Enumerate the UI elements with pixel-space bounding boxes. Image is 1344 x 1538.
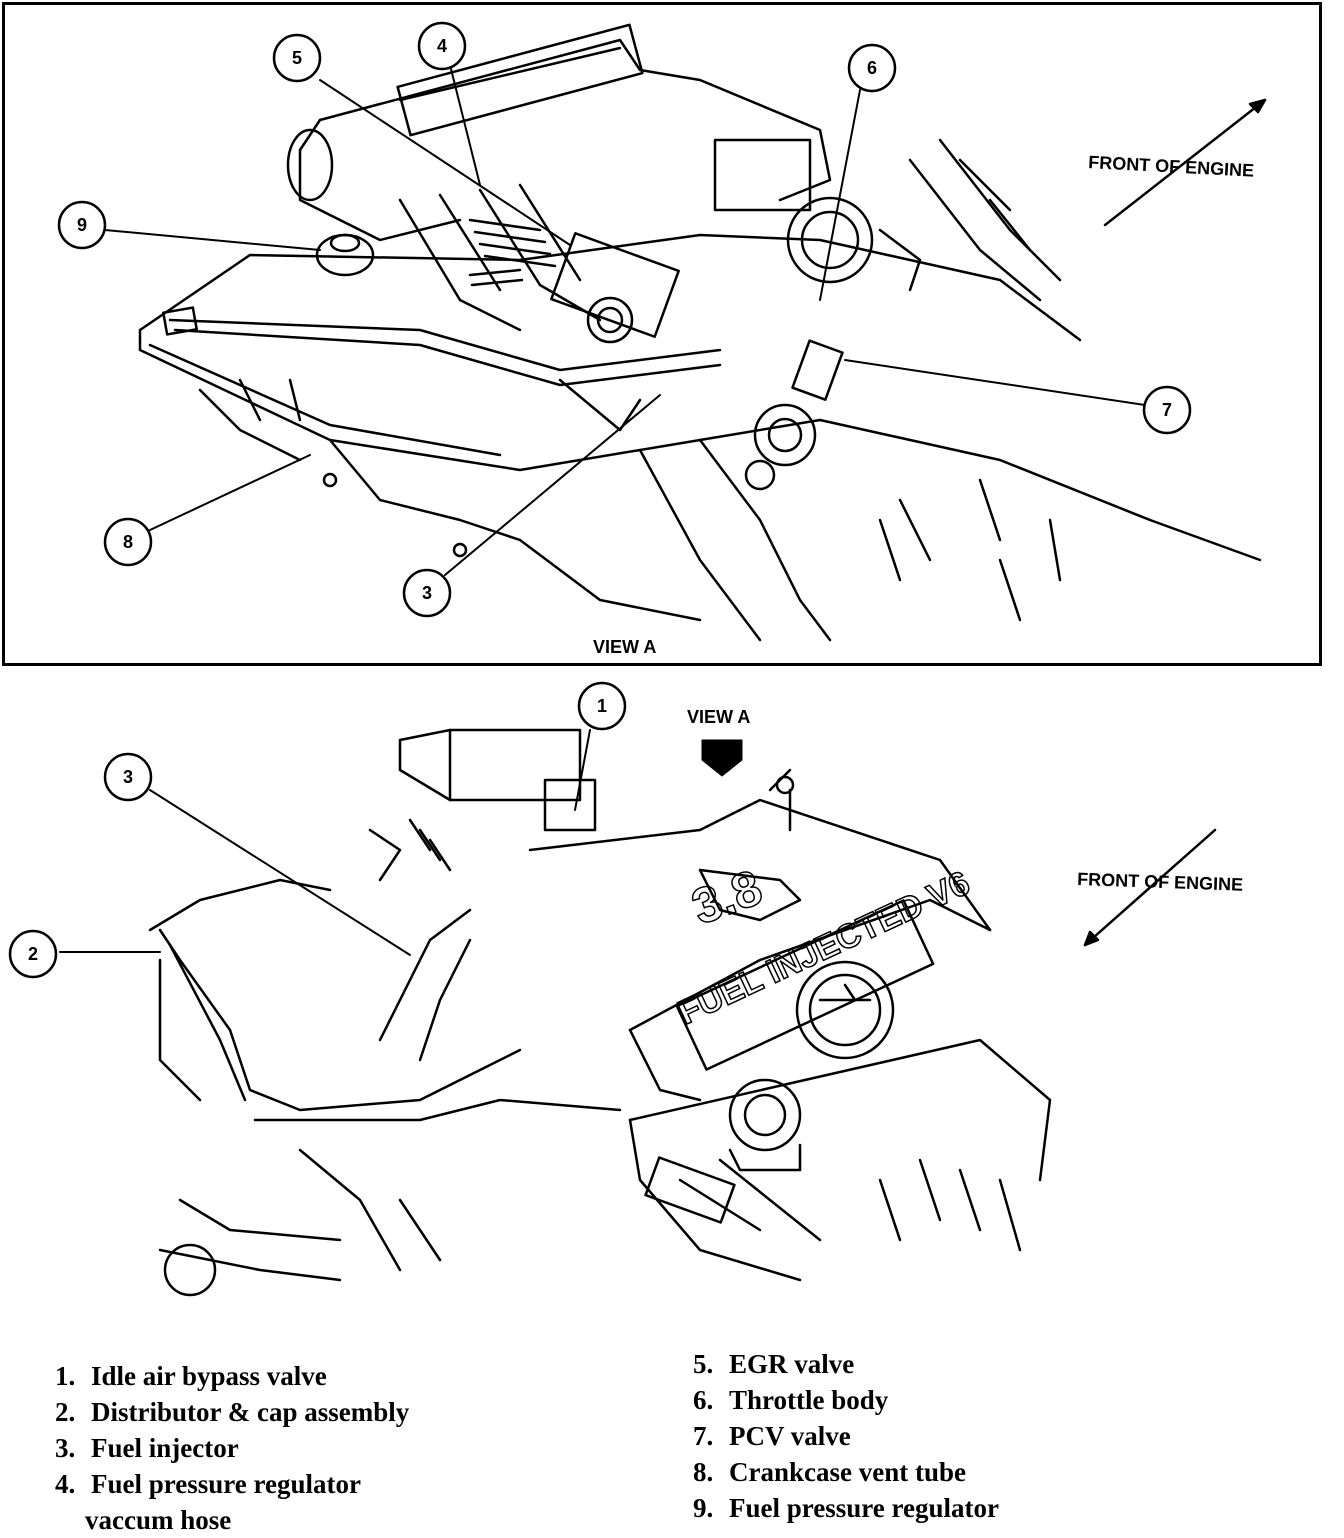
callout-8: 8	[123, 532, 133, 552]
callout-9: 9	[77, 215, 87, 235]
callout-1-circle	[577, 681, 627, 731]
callout-4: 4	[437, 36, 447, 56]
bottom-view-label: VIEW A	[687, 707, 750, 727]
legend-item-4-cont: vaccum hose	[85, 1505, 232, 1535]
top-front-label: FRONT OF ENGINE	[1088, 152, 1255, 181]
bottom-front-arrow	[1083, 828, 1217, 947]
callout-4-circle	[417, 21, 467, 71]
manifold-displacement: 3.8	[685, 859, 769, 935]
legend-right: 5.EGR valve 6.Throttle body 7.PCV valve …	[693, 1346, 999, 1526]
legend-item-1: 1.Idle air bypass valve	[55, 1361, 327, 1391]
callout-2: 2	[28, 944, 38, 964]
view-a-arrow	[701, 739, 743, 777]
legend-item-8: 8.Crankcase vent tube	[693, 1457, 966, 1487]
callout-9-circle	[57, 200, 107, 250]
bottom-front-label: FRONT OF ENGINE	[1077, 869, 1244, 895]
callout-3: 3	[422, 583, 432, 603]
callout-6-circle	[847, 43, 897, 93]
callout-3b-circle	[103, 752, 153, 802]
legend-left: 1.Idle air bypass valve 2.Distributor & …	[55, 1358, 409, 1538]
callout-3b: 3	[123, 767, 133, 787]
callout-7: 7	[1162, 400, 1172, 420]
callout-1: 1	[597, 696, 607, 716]
top-view-frame	[2, 2, 1322, 666]
callout-5: 5	[292, 48, 302, 68]
legend-item-4: 4.Fuel pressure regulator	[55, 1469, 361, 1499]
callout-8-circle	[103, 517, 153, 567]
callout-5-circle	[272, 33, 322, 83]
legend-item-5: 5.EGR valve	[693, 1349, 855, 1379]
bottom-engine-drawing	[148, 728, 1052, 1297]
legend-item-2: 2.Distributor & cap assembly	[55, 1397, 410, 1427]
legend-item-7: 7.PCV valve	[693, 1421, 851, 1451]
legend-item-9: 9.Fuel pressure regulator	[693, 1493, 999, 1523]
top-engine-drawing	[138, 23, 1262, 642]
bottom-leader-lines	[59, 729, 591, 956]
callout-2-circle	[8, 929, 58, 979]
callout-6: 6	[867, 58, 877, 78]
legend-item-3: 3.Fuel injector	[55, 1433, 239, 1463]
top-leader-lines	[104, 64, 1146, 576]
callout-7-circle	[1142, 385, 1192, 435]
top-front-arrow	[1103, 98, 1267, 227]
top-view-label: VIEW A	[593, 637, 656, 657]
callout-3-circle	[402, 568, 452, 618]
legend-item-6: 6.Throttle body	[693, 1385, 889, 1415]
